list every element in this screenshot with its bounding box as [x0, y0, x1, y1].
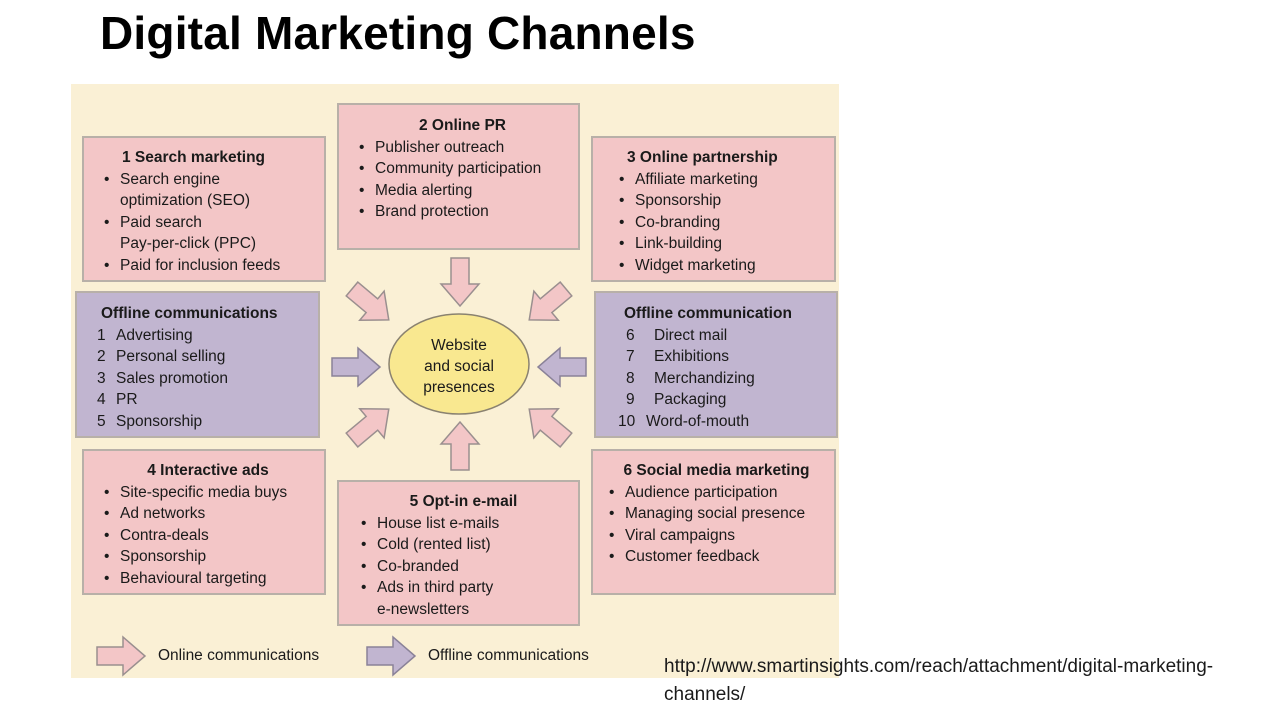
list-item: Affiliate marketing [615, 169, 826, 191]
item-label: Packaging [654, 391, 727, 408]
item-label: Exhibitions [654, 348, 729, 365]
legend-offline-label: Offline communications [428, 647, 589, 664]
list-item: Cold (rented list) [357, 534, 570, 556]
list-item: 4 PR [97, 389, 310, 411]
legend-online-label: Online communications [158, 647, 320, 664]
slide-title: Digital Marketing Channels [100, 7, 696, 59]
legend-offline-arrow [366, 636, 416, 676]
item-number: 8 [626, 369, 635, 387]
box-social-media-marketing: 6 Social media marketing Audience partic… [591, 449, 836, 595]
hub-line: and social [424, 358, 494, 375]
box-interactive-ads: 4 Interactive ads Site-specific media bu… [82, 449, 326, 595]
arrow-from-interactive-ads [339, 393, 402, 456]
box-title: 3 Online partnership [627, 149, 778, 166]
list-item: Paid search [100, 212, 316, 234]
item-label: Merchandizing [654, 369, 755, 387]
list-item: 9 Packaging [618, 389, 828, 411]
box-title: 4 Interactive ads [147, 462, 269, 479]
item-number: 6 [626, 326, 635, 344]
box-optin-email: 5 Opt-in e-mail House list e-mails Cold … [337, 480, 580, 626]
hub-line: presences [423, 379, 495, 396]
list-item: Widget marketing [615, 255, 826, 277]
list-item: 8 Merchandizing [618, 368, 828, 390]
list-item: 6 Direct mail [618, 325, 828, 347]
arrow-from-social-media [516, 393, 579, 456]
list-item: 7 Exhibitions [618, 346, 828, 368]
arrow-from-partnership [516, 273, 579, 336]
list-item: Behavioural targeting [100, 568, 316, 590]
item-label: Sales promotion [116, 369, 229, 387]
arrow-from-offline-right [537, 347, 587, 387]
box-offline-communications-left: Offline communications 1 Advertising 2 Per… [75, 291, 320, 438]
box-title: Offline communications [101, 305, 278, 322]
arrow-from-search [339, 273, 402, 336]
list-item: Customer feedback [605, 546, 828, 568]
item-number: 10 [618, 412, 636, 430]
list-item: Site-specific media buys [100, 482, 316, 504]
box-title: 6 Social media marketing [623, 462, 810, 479]
item-number: 7 [626, 348, 635, 365]
box-search-marketing: 1 Search marketing Search engine optimiz… [82, 136, 326, 282]
list-item: 3 Sales promotion [97, 368, 310, 390]
list-item: Community participation [355, 158, 570, 180]
list-item: 1 Advertising [97, 325, 310, 347]
list-item: Link-building [615, 233, 826, 255]
item-number: 1 [97, 326, 106, 344]
box-title: Offline communication [624, 305, 792, 322]
box-offline-communication-right: Offline communication 6 Direct mail 7 Exhi… [594, 291, 838, 438]
legend-online-arrow [96, 636, 146, 676]
list-item: 5 Sponsorship [97, 411, 310, 433]
box-online-pr: 2 Online PR Publisher outreach Community… [337, 103, 580, 250]
list-item: Ads in third party [357, 577, 570, 599]
item-label: Sponsorship [116, 412, 203, 430]
list-item: Contra-deals [100, 525, 316, 547]
list-item: Brand protection [355, 201, 570, 223]
item-number: 9 [626, 391, 635, 408]
hub-ellipse [388, 313, 530, 415]
item-number: 4 [97, 391, 106, 408]
list-item: House list e-mails [357, 513, 570, 535]
item-label: PR [116, 391, 138, 408]
list-item: 2 Personal selling [97, 346, 310, 368]
item-label: Word-of-mouth [646, 412, 750, 430]
item-number: 2 [97, 348, 106, 365]
arrow-from-offline-left [331, 347, 381, 387]
arrow-from-online-pr [440, 257, 480, 307]
item-label: Personal selling [116, 348, 226, 365]
list-item: Ad networks [100, 503, 316, 525]
item-label: Direct mail [654, 326, 728, 344]
hub-label: Website and social presences [390, 335, 528, 398]
box-title: 5 Opt-in e-mail [409, 493, 518, 510]
item-number: 3 [97, 369, 106, 387]
list-item: Search engine [100, 169, 316, 191]
item-number: 5 [97, 412, 106, 430]
box-title: 2 Online PR [419, 117, 506, 134]
box-title: 1 Search marketing [122, 149, 266, 166]
box-online-partnership: 3 Online partnership Affiliate marketing… [591, 136, 836, 282]
list-item-continuation: optimization (SEO) [120, 192, 251, 209]
hub-line: Website [431, 337, 487, 354]
list-item: Publisher outreach [355, 137, 570, 159]
list-item: 10 Word-of-mouth [618, 411, 828, 433]
list-item: Co-branding [615, 212, 826, 234]
list-item: Media alerting [355, 180, 570, 202]
list-item: Managing social presence [605, 503, 828, 525]
list-item: Viral campaigns [605, 525, 828, 547]
list-item-continuation: e-newsletters [377, 600, 470, 618]
arrow-from-optin-email [440, 421, 480, 471]
list-item: Sponsorship [615, 190, 826, 212]
list-item: Co-branded [357, 556, 570, 578]
list-item: Audience participation [605, 482, 828, 504]
list-item: Sponsorship [100, 546, 316, 568]
item-label: Advertising [116, 326, 193, 344]
source-link[interactable]: http://www.smartinsights.com/reach/attac… [664, 656, 1214, 705]
list-item-continuation: Pay-per-click (PPC) [120, 235, 257, 252]
list-item: Paid for inclusion feeds [100, 255, 316, 277]
